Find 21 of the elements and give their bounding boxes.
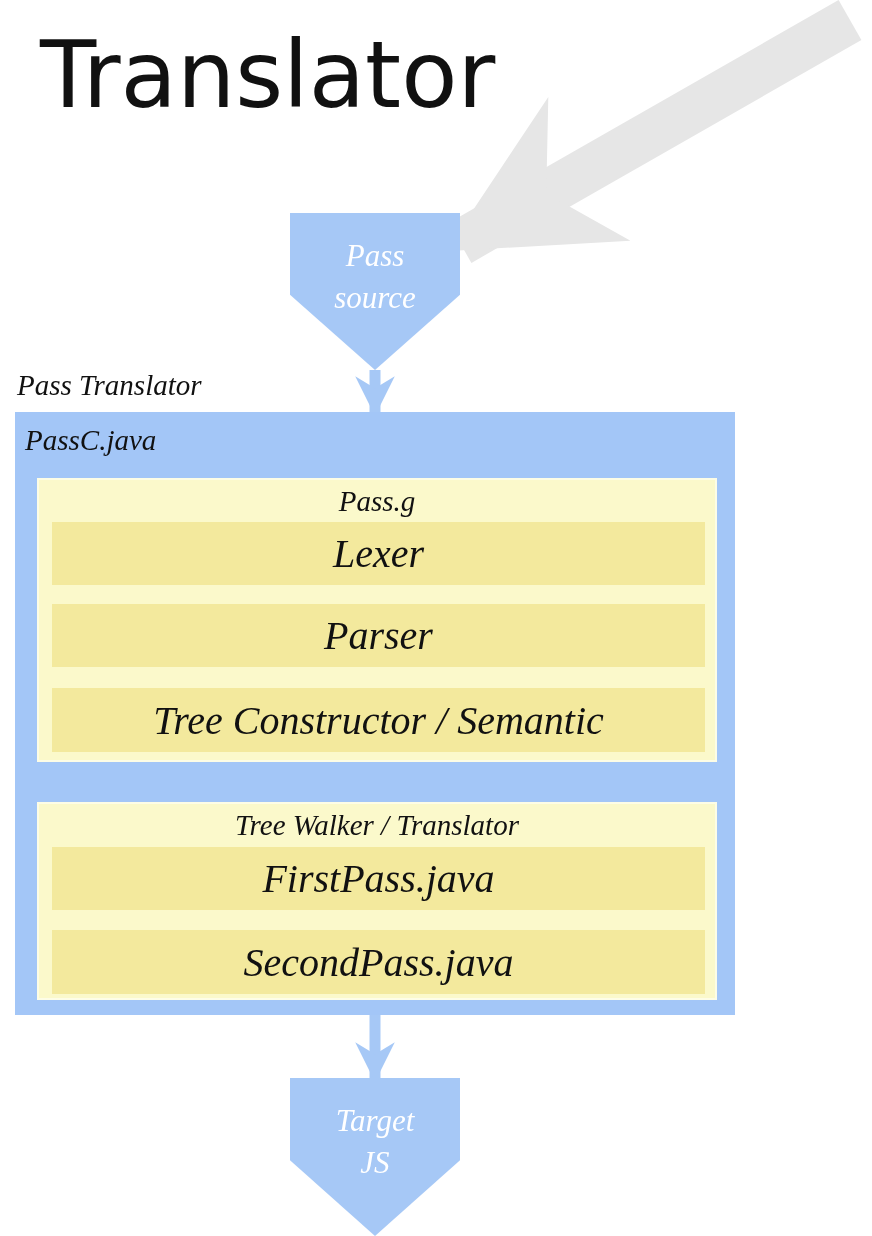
- group-panel: [37, 478, 717, 762]
- group-heading: Tree Walker / Translator: [234, 808, 520, 842]
- node-label: Pass source: [333, 237, 417, 317]
- title: Translator: [40, 22, 496, 129]
- process-box: [52, 522, 705, 585]
- process-box: [52, 688, 705, 752]
- pentagon-arrow-shape: [290, 213, 460, 370]
- process-label: Tree Constructor / Semantic: [153, 696, 604, 744]
- process-box: [52, 847, 705, 910]
- container-heading: PassC.java: [25, 424, 157, 457]
- process-label: SecondPass.java: [243, 938, 514, 986]
- pentagon-arrow-shape: [290, 1078, 460, 1236]
- process-label: Lexer: [332, 530, 425, 577]
- process-box: [52, 930, 705, 994]
- process-label: FirstPass.java: [262, 855, 495, 902]
- group-panel: [37, 802, 717, 1000]
- node-label: Target JS: [334, 1102, 416, 1182]
- group-heading: Pass.g: [337, 484, 417, 518]
- process-box: [52, 604, 705, 667]
- container-title: Pass Translator: [17, 369, 202, 402]
- process-label: Parser: [324, 612, 433, 659]
